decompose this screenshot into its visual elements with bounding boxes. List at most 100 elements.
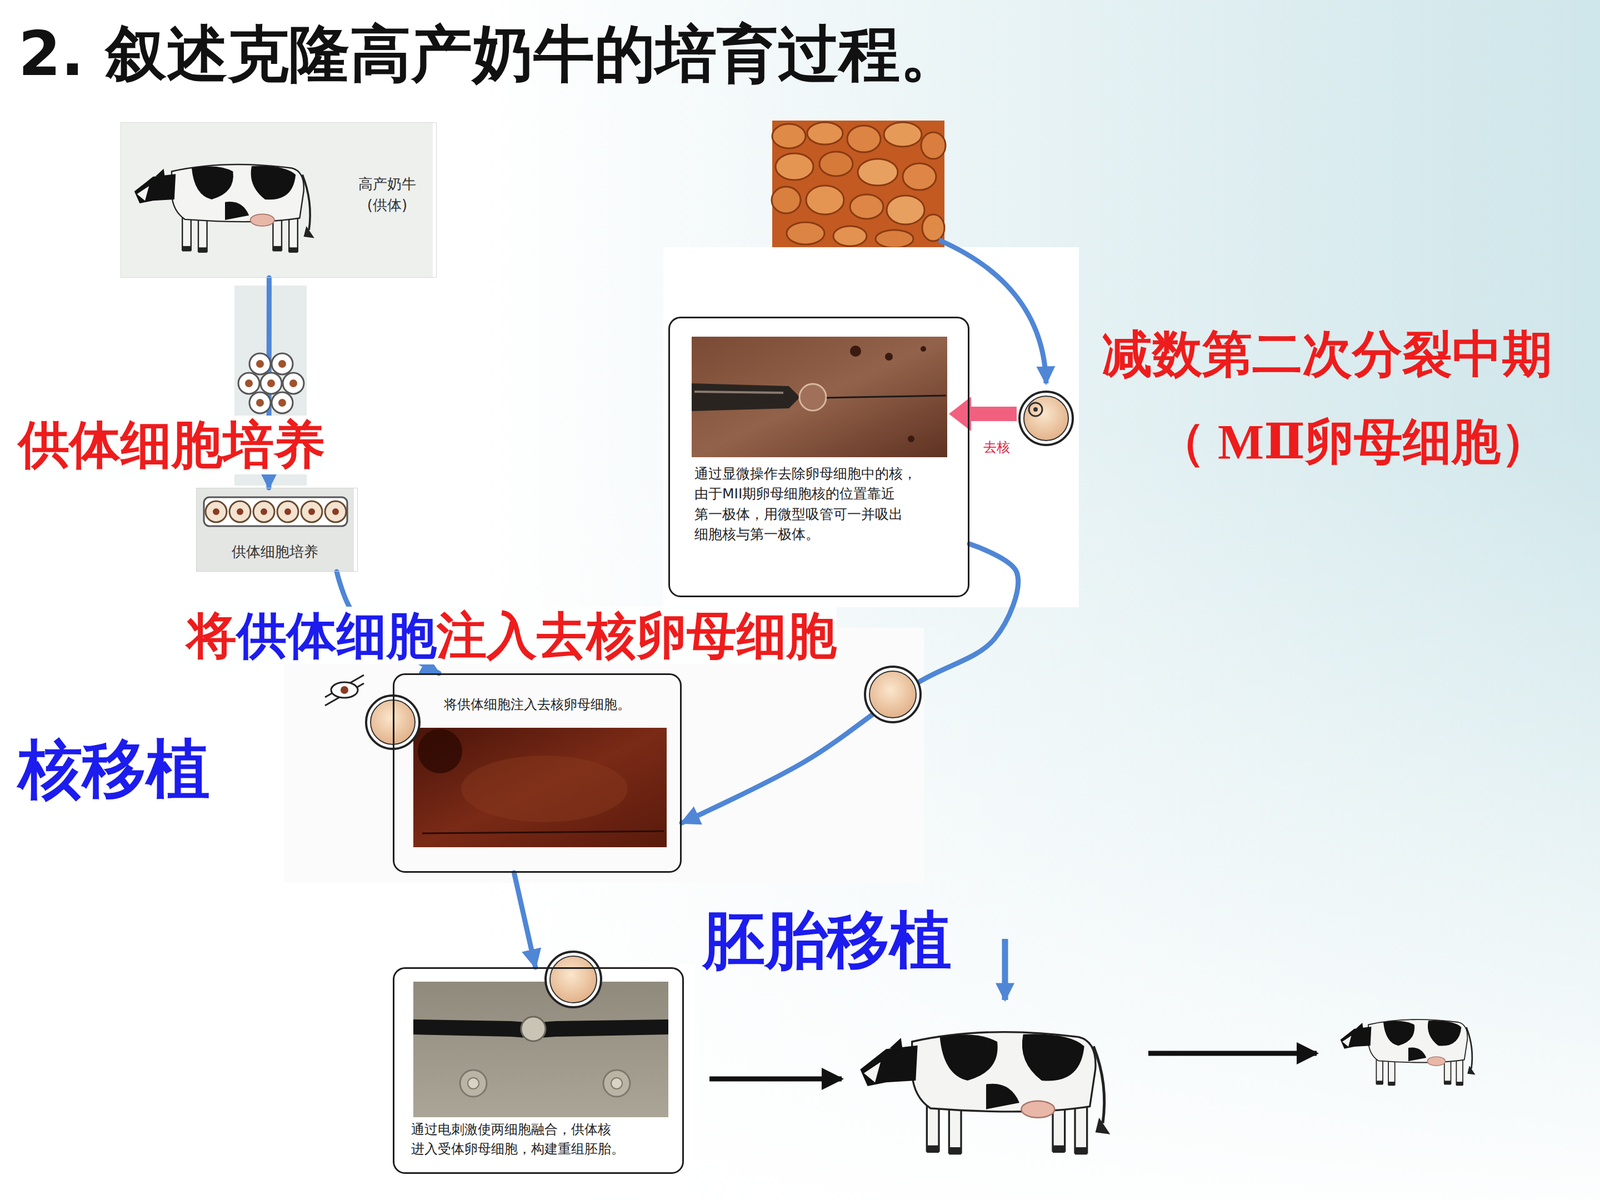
ovary-oocytes-photo (847, 125, 881, 153)
cell-cluster (249, 392, 271, 414)
injection-photo (422, 831, 664, 834)
enucleation-photo (885, 352, 893, 361)
injection-photo (413, 727, 667, 848)
cell-cluster (238, 372, 260, 394)
fusion-photo (413, 981, 669, 1118)
cell-cluster (278, 360, 287, 368)
injection-photo (417, 728, 463, 774)
culture-dish-picture (277, 501, 299, 523)
injection-photo (461, 755, 628, 823)
enucleated-oocyte-circle (865, 666, 921, 723)
enucleated-oocyte-circle (865, 666, 921, 723)
stage-label: （ MⅡ卵母细胞） (1156, 413, 1550, 470)
step-label: 核移植 (18, 732, 210, 806)
donor-cell-icon (340, 686, 349, 694)
fusion-photo (611, 1077, 623, 1089)
node-caption: 将供体细胞注入去核卵母细胞。 (405, 695, 669, 715)
surrogate-cow-picture (860, 1032, 1110, 1155)
culture-dish-picture (325, 501, 347, 523)
enucleation-photo (826, 395, 947, 398)
donor-cow-picture (120, 122, 433, 278)
cell-cluster (245, 379, 253, 388)
step-label: 将 (186, 606, 237, 665)
culture-dish-picture (236, 508, 244, 515)
process-arrow (1148, 1051, 1317, 1057)
injection-card (283, 627, 924, 883)
enucleation-photo (907, 435, 915, 443)
enucleation-card (663, 247, 1079, 608)
cell-cluster (238, 353, 304, 414)
ovary-oocytes-photo (807, 122, 843, 145)
ovary-oocytes-photo (775, 153, 814, 180)
fusion-photo (467, 1077, 479, 1089)
enucleation-photo (920, 346, 927, 352)
culture-dish-picture (229, 501, 251, 523)
cell-cluster (256, 398, 264, 407)
fusion-card (385, 963, 695, 1189)
enucleation-photo (691, 383, 800, 412)
surrogate-cow-picture (860, 1032, 1110, 1155)
node-caption: 高产奶牛 (供体) (345, 173, 429, 216)
culture-dish-picture (260, 508, 268, 515)
cell-cluster (282, 372, 304, 394)
calf-picture (1340, 1019, 1476, 1086)
enucleation-panel: 通过显微操作去除卵母细胞中的核， 由于MII期卵母细胞核的位置靠近 第一极体，用… (668, 316, 970, 598)
fused-embryo-circle (550, 956, 597, 1003)
oocyte-circle (1019, 391, 1073, 445)
enucleation-photo (694, 391, 784, 393)
culture-dish-picture (205, 501, 227, 523)
oocyte-circle (1033, 407, 1038, 412)
step-label: 供体细胞 (236, 606, 437, 665)
node-caption: 通过显微操作去除卵母细胞中的核， 由于MII期卵母细胞核的位置靠近 第一极体，用… (694, 463, 956, 545)
injection-photo (413, 727, 667, 848)
ovary-oocytes-photo (772, 123, 806, 149)
enucleation-photo (691, 336, 948, 458)
ovary-oocytes-photo (886, 195, 925, 225)
process-arrow (709, 1076, 842, 1082)
ovary-oocytes-photo (883, 122, 922, 147)
fusion-photo (413, 981, 669, 1118)
cell-culture-box: 供体细胞培养 (196, 487, 358, 572)
enucleation-arrow (948, 396, 1017, 432)
oocyte-circle (1023, 396, 1069, 441)
donor-cell-icon (325, 675, 364, 706)
node-caption: 通过电刺激使两细胞融合，供体核 进入受体卵母细胞，构建重组胚胎。 (411, 1120, 667, 1159)
donor-cell-icon (331, 682, 358, 698)
donor-cow-picture (134, 164, 315, 253)
ovary-oocytes-photo (786, 222, 825, 245)
cell-cluster (249, 353, 271, 375)
flow-arrow (681, 543, 1019, 823)
enucleated-oocyte-circle (869, 671, 917, 718)
fused-embryo-circle (545, 951, 602, 1008)
ovary-oocytes-photo (771, 186, 801, 214)
culture-dish-picture (196, 487, 354, 572)
oocyte-circle (1019, 391, 1073, 445)
ovary-oocytes-photo (819, 151, 853, 177)
stage-label: 减数第二次分裂中期 (1102, 325, 1553, 383)
fusion-card (385, 963, 695, 1189)
culture-dish-picture (203, 497, 348, 527)
ovary-oocytes-photo (833, 226, 867, 247)
step-label: 注入去核卵母细胞 (436, 606, 837, 665)
ovary-oocytes-photo (772, 120, 945, 248)
cell-cluster (256, 360, 264, 368)
fusion-photo (521, 1016, 546, 1042)
calf-picture (1340, 1019, 1476, 1086)
ovary-oocytes-photo (771, 120, 946, 248)
step-label: 胚胎移植 (702, 904, 952, 977)
cell-cluster (278, 398, 287, 407)
ovary-oocytes-photo (857, 158, 898, 186)
ovary-oocytes-photo (850, 194, 884, 219)
process-arrow (1002, 938, 1009, 1000)
slide-title: 2. 叙述克隆高产奶牛的培育过程。 (18, 18, 962, 90)
fusion-photo (603, 1070, 630, 1097)
enucleation-photo (799, 383, 827, 411)
oocyte-circle (1028, 402, 1043, 417)
enucleation-photo (691, 336, 948, 458)
culture-dish-picture (308, 508, 315, 515)
cell-cluster (289, 379, 298, 388)
